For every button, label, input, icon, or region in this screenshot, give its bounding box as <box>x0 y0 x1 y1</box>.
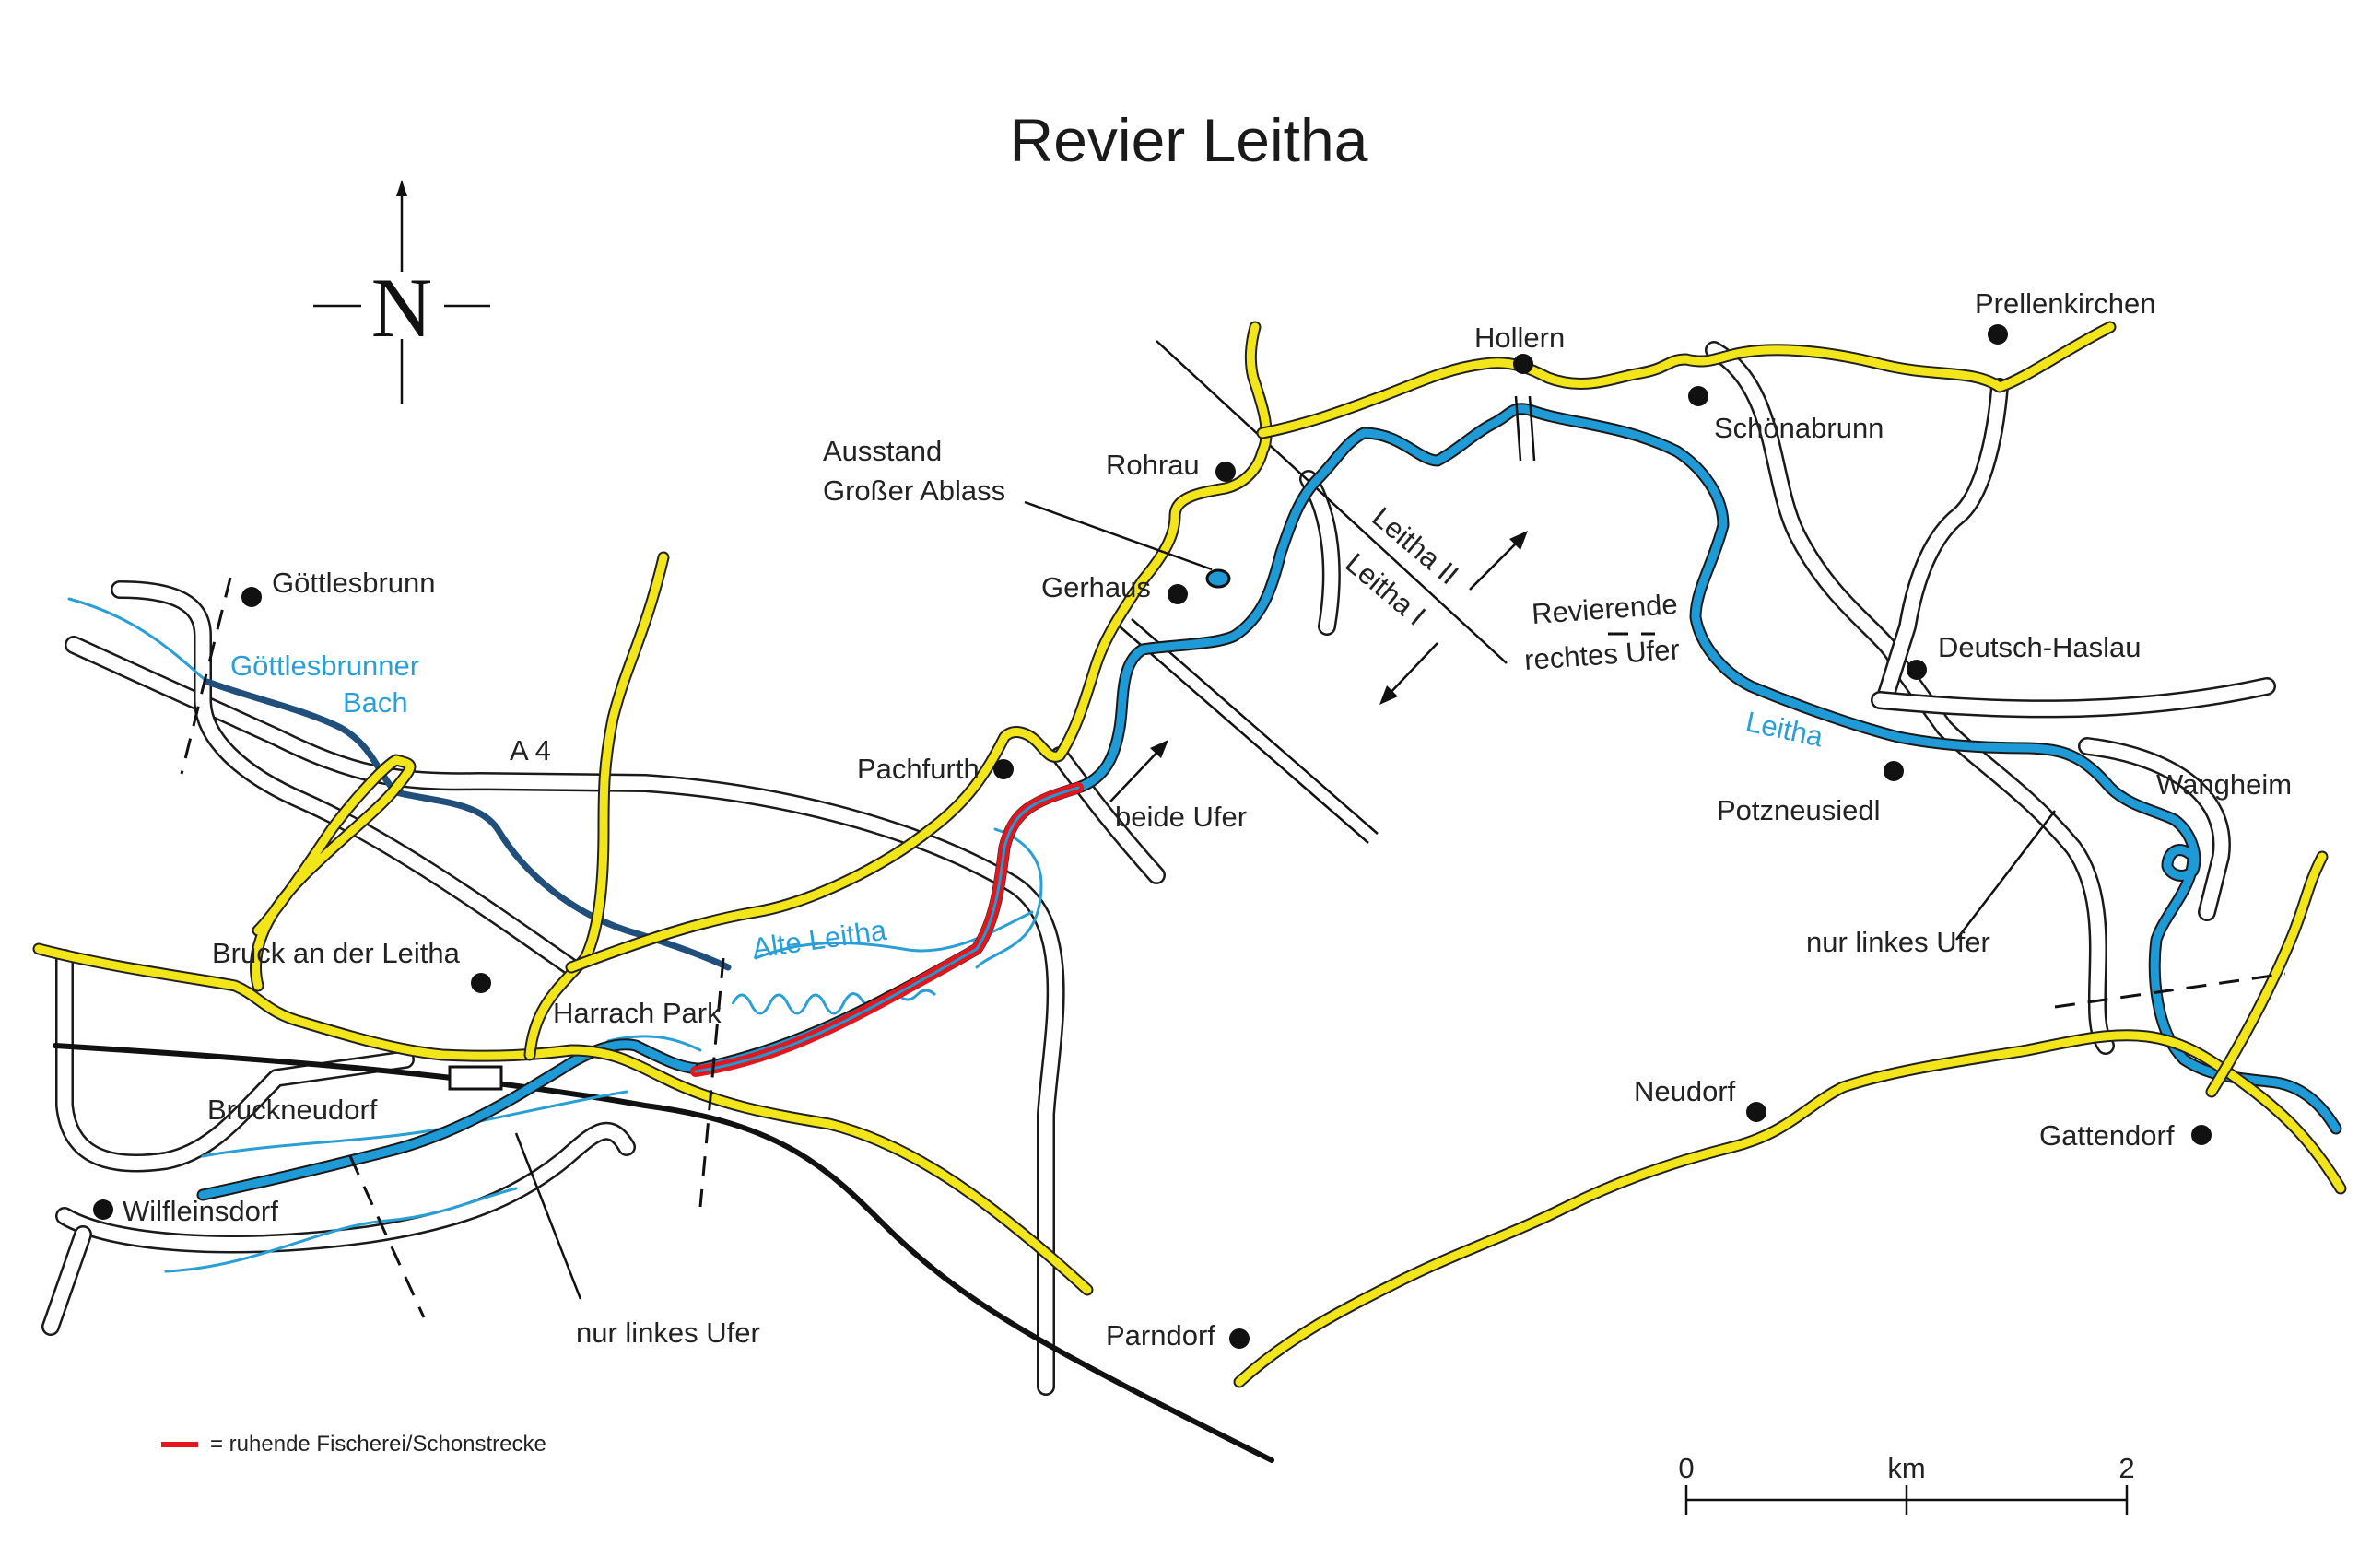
label-schoenabrunn: Schönabrunn <box>1714 412 1884 444</box>
water-labels: Göttlesbrunner Bach Alte Leitha Leitha <box>230 649 1826 965</box>
north-arrow-icon <box>396 180 407 196</box>
label-goettlesbrunn: Göttlesbrunn <box>272 567 436 599</box>
dot-hollern <box>1513 354 1533 374</box>
label-gattendorf: Gattendorf <box>2039 1119 2175 1152</box>
label-rohrau: Rohrau <box>1106 449 1200 481</box>
label-a4: A 4 <box>510 734 551 766</box>
label-pachfurth: Pachfurth <box>857 753 980 785</box>
dot-pachfurth <box>993 759 1014 779</box>
label-neudorf: Neudorf <box>1634 1075 1736 1107</box>
label-harrach: Harrach Park <box>553 997 722 1029</box>
arrow-leitha-ii <box>1469 538 1521 591</box>
label-potzneusiedl: Potzneusiedl <box>1717 794 1881 826</box>
dot-deutsch-haslau <box>1907 660 1927 680</box>
dot-goettlesbrunn <box>241 587 262 607</box>
label-goettlesbrunner-bach-1: Göttlesbrunner <box>230 649 419 682</box>
arrow-leitha-i <box>1386 642 1438 697</box>
label-wangheim: Wangheim <box>2156 768 2292 801</box>
label-nur-linkes-ufer-west: nur linkes Ufer <box>576 1316 760 1349</box>
place-labels: Göttlesbrunn Bruck an der Leitha Harrach… <box>123 287 2292 1352</box>
label-bruckneudorf: Bruckneudorf <box>207 1094 378 1126</box>
label-ausstand: Ausstand <box>823 435 942 467</box>
scale-end: 2 <box>2118 1452 2134 1484</box>
north-arrow: N <box>313 180 490 404</box>
legend-text: = ruhende Fischerei/Schonstrecke <box>210 1432 546 1457</box>
label-wilfleinsdorf: Wilfleinsdorf <box>123 1195 278 1227</box>
dot-gerhaus <box>1168 584 1188 604</box>
leitha-river <box>196 403 2342 1201</box>
label-beide-ufer: beide Ufer <box>1115 801 1247 833</box>
scale-start: 0 <box>1678 1452 1694 1484</box>
annotation-leaders <box>514 500 2056 1300</box>
label-goettlesbrunner-bach-2: Bach <box>343 686 408 719</box>
place-markers <box>93 324 2212 1349</box>
label-grosser-ablass: Großer Ablass <box>823 474 1005 507</box>
dot-gattendorf <box>2191 1125 2212 1145</box>
label-gerhaus: Gerhaus <box>1041 571 1151 603</box>
track-gerhaus <box>1119 626 1369 844</box>
scale-unit: km <box>1887 1452 1925 1484</box>
dot-rohrau <box>1215 462 1236 482</box>
section-boundaries <box>180 395 2286 1318</box>
north-label: N <box>371 261 432 355</box>
annotation-labels: Ausstand Großer Ablass Leitha II Leitha … <box>576 435 1990 1349</box>
label-hollern: Hollern <box>1474 322 1565 354</box>
dot-schoenabrunn <box>1688 386 1708 406</box>
label-nur-linkes-ufer-east: nur linkes Ufer <box>1806 926 1990 958</box>
dot-wilfleinsdorf <box>93 1199 113 1220</box>
map-title: Revier Leitha <box>1010 106 1368 174</box>
legend: = ruhende Fischerei/Schonstrecke <box>161 1432 546 1457</box>
label-bruck: Bruck an der Leitha <box>212 937 461 969</box>
dot-parndorf <box>1229 1328 1250 1349</box>
station-building <box>448 1065 503 1091</box>
dot-bruck <box>471 973 491 993</box>
scale-bar: 0 km 2 <box>1678 1452 2135 1515</box>
main-roads <box>32 321 2347 1388</box>
boundary-line-leitha <box>1156 340 1508 664</box>
label-revierende: Revierende <box>1531 588 1679 630</box>
railway-line <box>53 1043 1274 1463</box>
label-deutsch-haslau: Deutsch-Haslau <box>1938 631 2142 663</box>
arrow-beide-ufer <box>1109 747 1162 802</box>
goettlesbrunner-bach <box>204 678 732 971</box>
dot-prellenkirchen <box>1988 324 2008 345</box>
label-rechtes-ufer: rechtes Ufer <box>1523 633 1681 676</box>
ausstand-pond <box>1205 568 1231 589</box>
label-parndorf: Parndorf <box>1106 1319 1215 1352</box>
label-prellenkirchen: Prellenkirchen <box>1975 287 2155 320</box>
label-alte-leitha: Alte Leitha <box>750 914 889 965</box>
dot-neudorf <box>1746 1102 1766 1122</box>
dot-potzneusiedl <box>1884 761 1904 781</box>
